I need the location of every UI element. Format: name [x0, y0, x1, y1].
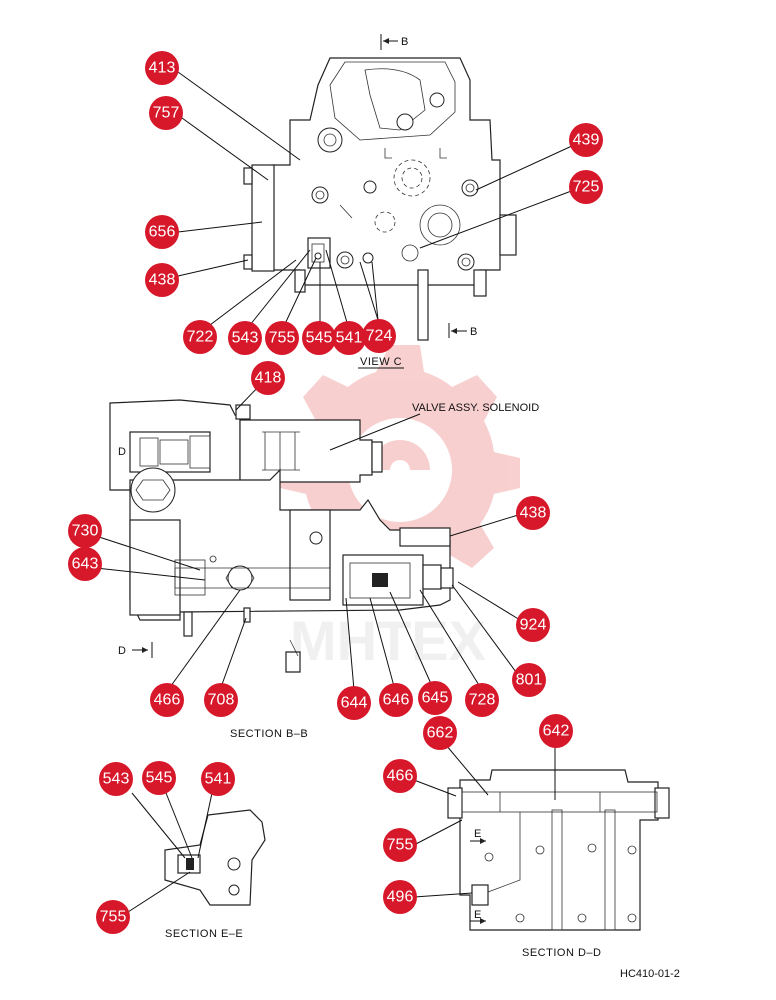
callout-757: 757	[149, 96, 183, 130]
callout-708: 708	[204, 683, 238, 717]
svg-text:438: 438	[520, 505, 547, 522]
svg-text:642: 642	[543, 723, 570, 740]
section-dd: E E SECTION D–D	[413, 744, 670, 959]
section-dd-badges: 466 662 642 755 496	[383, 714, 573, 914]
callout-438: 438	[145, 263, 179, 297]
svg-text:725: 725	[573, 179, 600, 196]
callout-656: 656	[145, 215, 179, 249]
svg-text:413: 413	[149, 60, 176, 77]
callout-545-ee: 545	[142, 761, 176, 795]
svg-text:708: 708	[208, 692, 235, 709]
view-c-cut-b-top: B	[401, 36, 408, 48]
valve-assy-solenoid-label: VALVE ASSY. SOLENOID	[412, 402, 539, 414]
callout-728: 728	[465, 683, 499, 717]
callout-646: 646	[379, 683, 413, 717]
callout-466: 466	[150, 683, 184, 717]
section-bb-badges: 418 730 643 466 708 644 646 645 728 801 …	[68, 361, 550, 720]
callout-724: 724	[362, 319, 396, 353]
view-c-title: VIEW C	[360, 356, 402, 368]
callout-722: 722	[183, 320, 217, 354]
callout-725: 725	[569, 170, 603, 204]
svg-text:728: 728	[469, 692, 496, 709]
drawing-code: HC410-01-2	[620, 968, 680, 980]
callout-644: 644	[337, 686, 371, 720]
svg-text:724: 724	[366, 328, 393, 345]
svg-text:545: 545	[146, 770, 173, 787]
svg-text:541: 541	[205, 771, 232, 788]
callout-413: 413	[145, 51, 179, 85]
svg-text:755: 755	[269, 330, 296, 347]
svg-text:646: 646	[383, 692, 410, 709]
watermark-text: MHTEX	[290, 609, 486, 672]
svg-text:730: 730	[72, 523, 99, 540]
callout-541-ee: 541	[201, 762, 235, 796]
callout-439: 439	[569, 123, 603, 157]
callout-642: 642	[539, 714, 573, 748]
callout-496: 496	[383, 880, 417, 914]
svg-text:466: 466	[154, 692, 181, 709]
callout-662: 662	[423, 716, 457, 750]
svg-text:801: 801	[516, 672, 543, 689]
svg-text:757: 757	[153, 105, 180, 122]
section-bb: D D VALVE ASSY. SOLENOID	[95, 384, 539, 740]
callout-543-ee: 543	[99, 762, 133, 796]
callout-643: 643	[68, 547, 102, 581]
svg-text:755: 755	[100, 909, 127, 926]
section-ee-badges: 543 545 541 755	[96, 761, 235, 934]
svg-text:643: 643	[72, 556, 99, 573]
callout-924: 924	[516, 608, 550, 642]
svg-text:496: 496	[387, 889, 414, 906]
callout-755-ee: 755	[96, 900, 130, 934]
section-dd-title: SECTION D–D	[522, 947, 601, 959]
svg-text:466: 466	[387, 768, 414, 785]
svg-text:418: 418	[255, 370, 282, 387]
svg-text:722: 722	[187, 329, 214, 346]
section-dd-cut-e-top: E	[474, 828, 481, 840]
section-ee-title: SECTION E–E	[165, 928, 243, 940]
callout-543: 543	[228, 321, 262, 355]
callout-730: 730	[68, 514, 102, 548]
callout-541: 541	[332, 321, 366, 355]
svg-text:924: 924	[520, 617, 547, 634]
svg-text:545: 545	[306, 330, 333, 347]
callout-466-dd: 466	[383, 759, 417, 793]
section-bb-d-label: D	[118, 446, 126, 458]
svg-text:662: 662	[427, 725, 454, 742]
svg-text:543: 543	[103, 771, 130, 788]
svg-text:656: 656	[149, 224, 176, 241]
view-c-badges: 413 757 656 438 722 543 755 545 541 724 …	[145, 51, 603, 355]
svg-text:755: 755	[387, 837, 414, 854]
svg-text:644: 644	[341, 695, 368, 712]
section-ee: SECTION E–E	[127, 792, 266, 940]
svg-text:543: 543	[232, 330, 259, 347]
callout-418: 418	[251, 361, 285, 395]
svg-text:541: 541	[336, 330, 363, 347]
callout-545: 545	[302, 321, 336, 355]
svg-text:439: 439	[573, 132, 600, 149]
watermark: MHTEX	[280, 345, 520, 672]
callout-755-dd: 755	[383, 828, 417, 862]
svg-text:438: 438	[149, 272, 176, 289]
section-dd-cut-e-bottom: E	[474, 909, 481, 921]
svg-text:645: 645	[422, 690, 449, 707]
callout-438-bb: 438	[516, 496, 550, 530]
section-bb-cut-d: D	[118, 645, 126, 657]
callout-801: 801	[512, 663, 546, 697]
section-bb-title: SECTION B–B	[230, 728, 308, 740]
callout-755: 755	[265, 321, 299, 355]
view-c-cut-b-bottom: B	[470, 326, 477, 338]
callout-645: 645	[418, 681, 452, 715]
view-c: B	[177, 34, 575, 369]
